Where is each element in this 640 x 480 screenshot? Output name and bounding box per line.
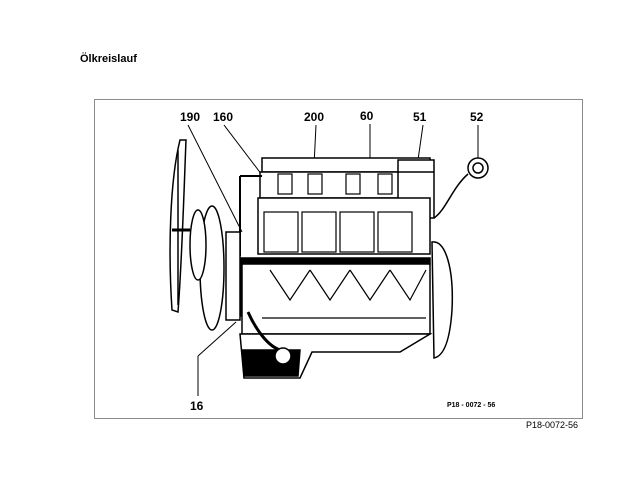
callout-190: 190 <box>180 110 200 124</box>
flywheel <box>431 241 454 359</box>
crankcase <box>241 263 431 335</box>
fan <box>169 139 190 314</box>
crankshaft-journals <box>262 269 427 319</box>
pistons <box>263 211 413 253</box>
leader-lines <box>187 124 479 396</box>
valve-springs <box>277 173 393 195</box>
oil-pump <box>274 347 292 365</box>
callout-52: 52 <box>470 110 484 124</box>
callout-16: 16 <box>190 399 204 413</box>
callout-60: 60 <box>360 109 374 123</box>
callout-160: 160 <box>213 110 233 124</box>
timing-cover <box>225 231 241 321</box>
plate-code: P18 - 0072 - 56 <box>447 402 495 409</box>
page-title: Ölkreislauf <box>80 53 137 65</box>
callout-200: 200 <box>304 110 324 124</box>
figure-reference: P18-0072-56 <box>525 420 578 430</box>
oil-pickup-pipe <box>246 311 281 352</box>
fan-pulley <box>189 209 207 281</box>
engine-illustration <box>169 139 489 379</box>
callout-51: 51 <box>413 110 427 124</box>
